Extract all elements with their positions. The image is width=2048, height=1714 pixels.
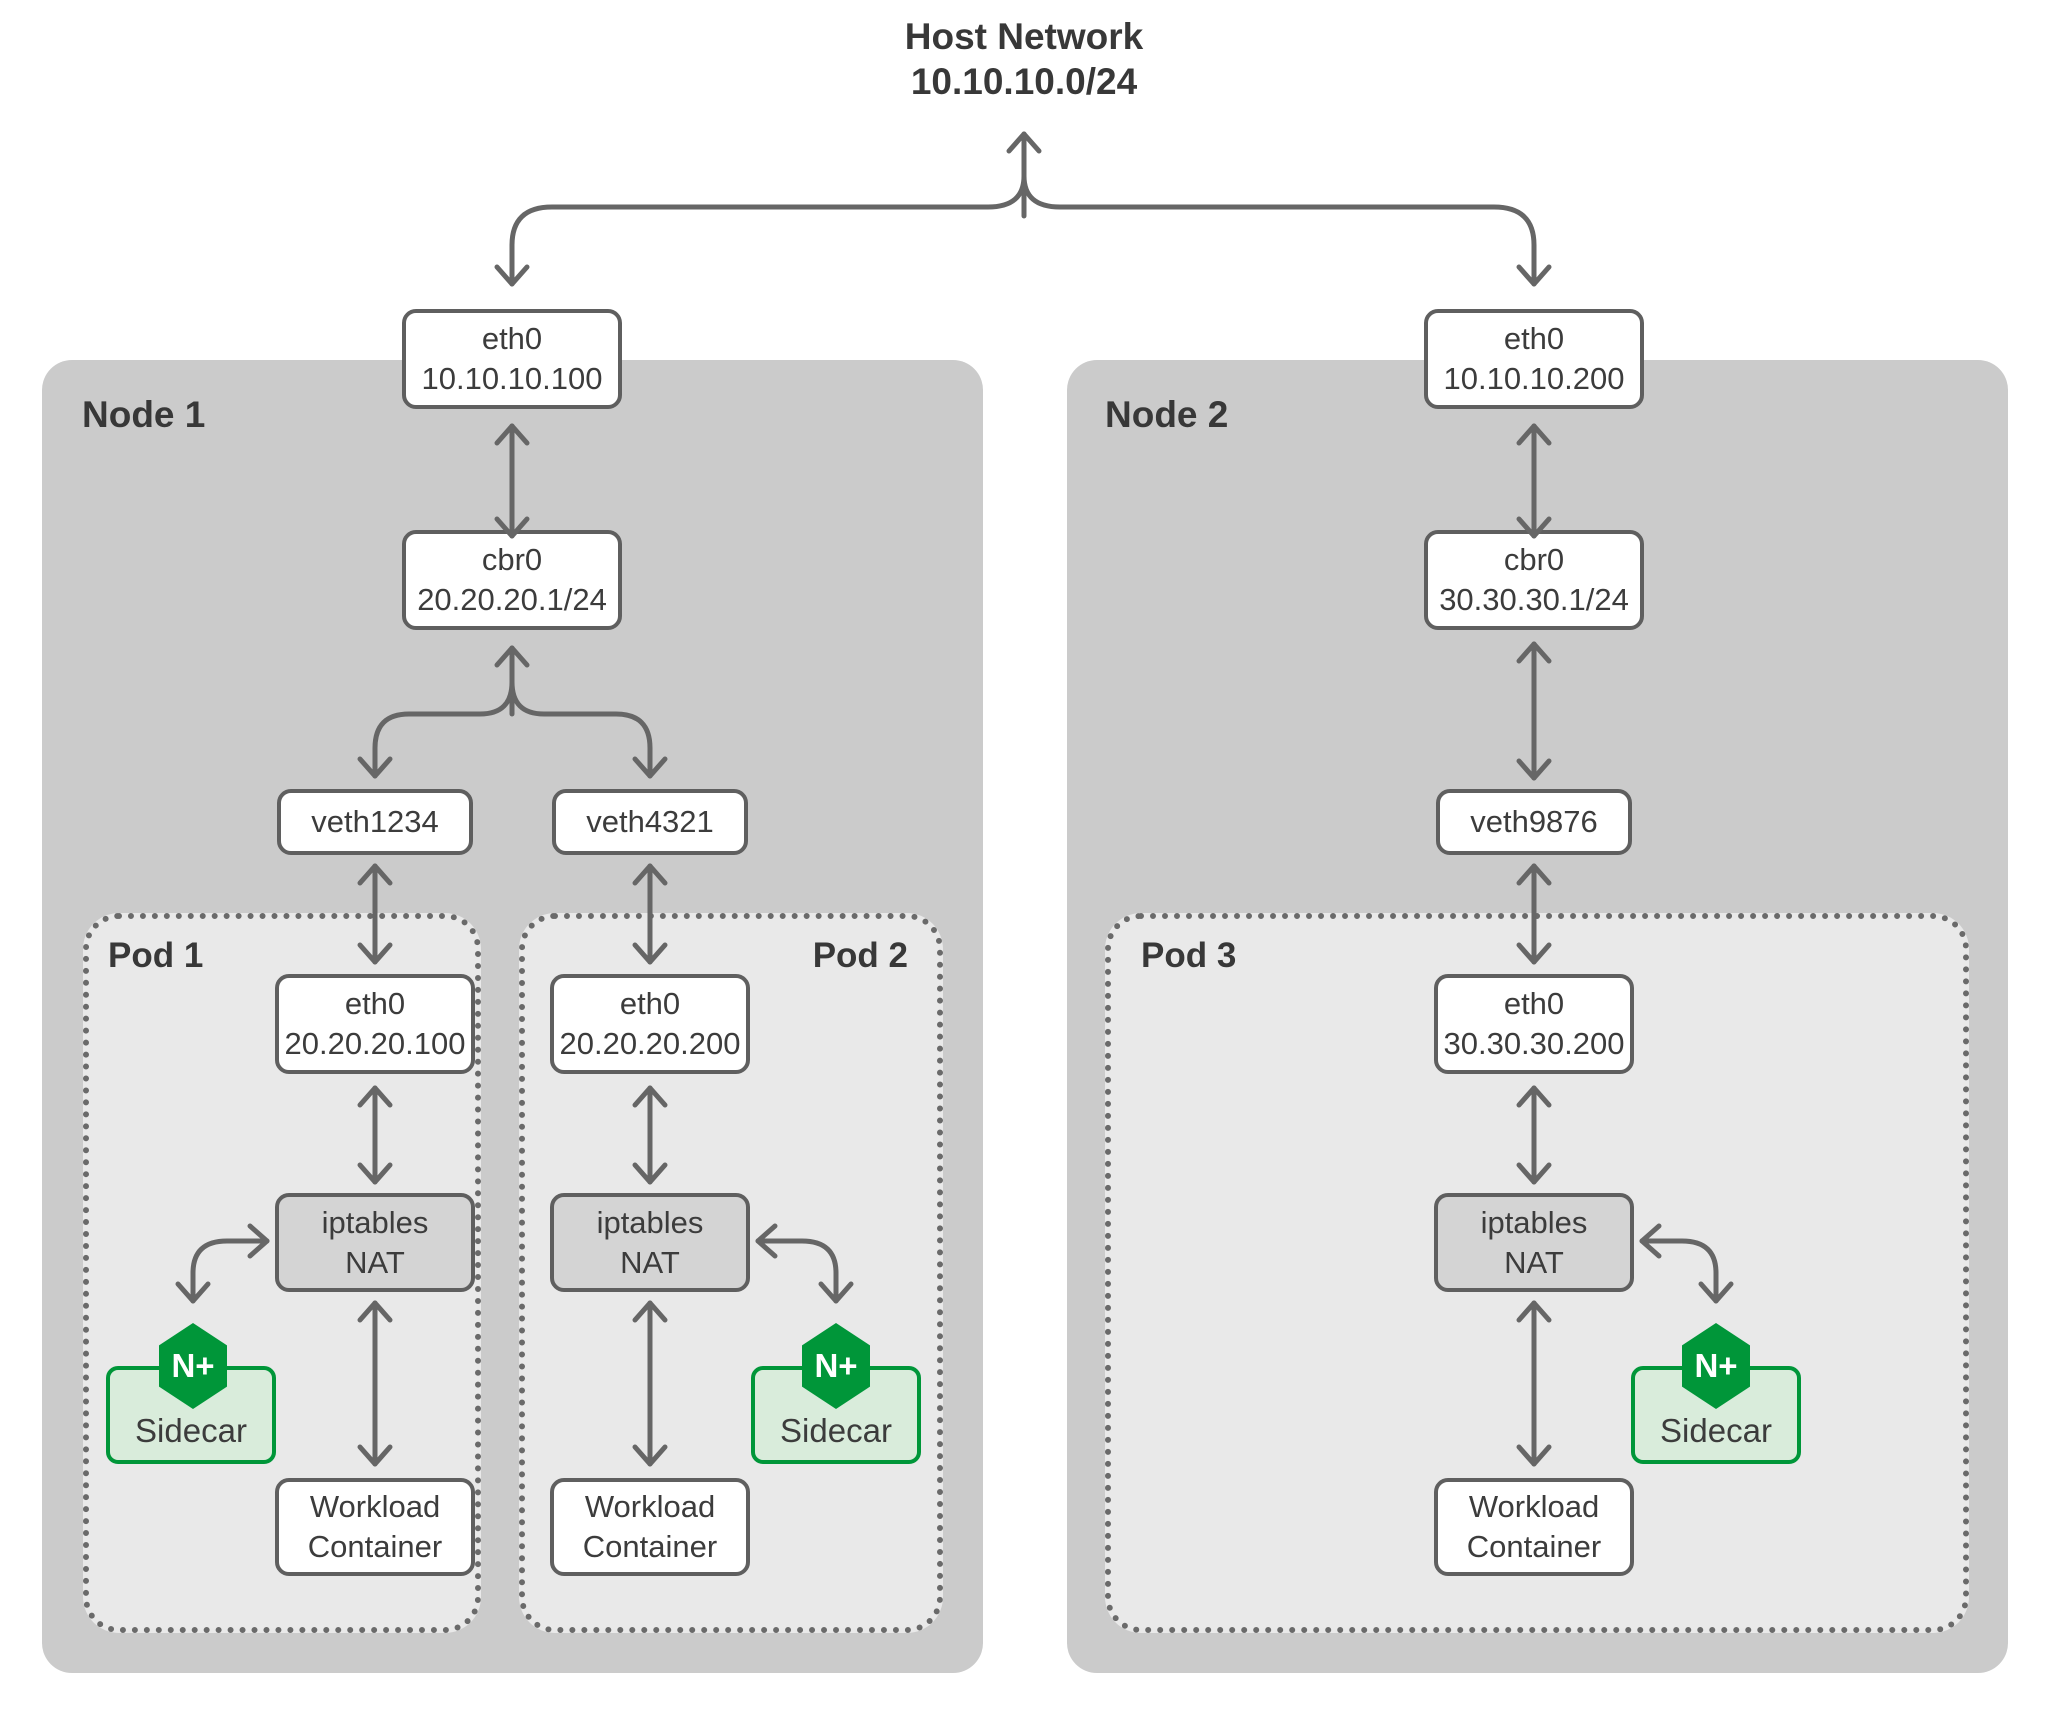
node-2-eth0-box: eth0 10.10.10.200 xyxy=(1424,309,1644,409)
pod-3-workload-line2: Container xyxy=(1466,1529,1602,1564)
host-network-title-line1: Host Network xyxy=(904,16,1144,57)
pod-1-workload-line2: Container xyxy=(307,1529,443,1564)
pod-2-sidecar-label: Sidecar xyxy=(780,1412,892,1449)
node-1-veth4321-box: veth4321 xyxy=(552,789,748,855)
node-1-eth0-ip: 10.10.10.100 xyxy=(421,361,603,396)
pod-3-label: Pod 3 xyxy=(1141,936,1237,975)
pod-3-nginx-plus-logo-text: N+ xyxy=(1694,1347,1738,1384)
pod-3-eth0-ip: 30.30.30.200 xyxy=(1443,1026,1625,1061)
pod-1-nat-line1: iptables xyxy=(321,1204,429,1240)
pod-1-workload-container-box: Workload Container xyxy=(275,1478,475,1576)
pod-3-eth0-name: eth0 xyxy=(1503,986,1565,1021)
pod-1-eth0-box: eth0 20.20.20.100 xyxy=(275,974,475,1074)
host-network-subnet: 10.10.10.0/24 xyxy=(910,61,1138,102)
node-2-label: Node 2 xyxy=(1105,394,1229,435)
pod-1-workload-line1: Workload xyxy=(309,1489,441,1524)
pod-1-sidecar-label: Sidecar xyxy=(135,1412,247,1449)
pod-1-iptables-nat-box: iptables NAT xyxy=(275,1193,475,1292)
node-1-eth0-box: eth0 10.10.10.100 xyxy=(402,309,622,409)
node-2-eth0-ip: 10.10.10.200 xyxy=(1443,361,1625,396)
veth9876-label: veth9876 xyxy=(1470,804,1598,839)
pod-3-sidecar-box: Sidecar xyxy=(1631,1366,1801,1464)
pod-2-nat-line2: NAT xyxy=(620,1244,680,1280)
pod-1-eth0-name: eth0 xyxy=(344,986,406,1021)
node-2-cbr0-ip: 30.30.30.1/24 xyxy=(1439,582,1629,617)
host-network-title: Host Network 10.10.10.0/24 xyxy=(0,14,2048,104)
node-1-veth1234-box: veth1234 xyxy=(277,789,473,855)
pod-3-iptables-nat-box: iptables NAT xyxy=(1434,1193,1634,1292)
veth4321-label: veth4321 xyxy=(586,804,714,839)
pod-2-eth0-box: eth0 20.20.20.200 xyxy=(550,974,750,1074)
node-2-veth9876-box: veth9876 xyxy=(1436,789,1632,855)
pod-2-label: Pod 2 xyxy=(812,936,908,975)
pod-2-workload-container-box: Workload Container xyxy=(550,1478,750,1576)
pod-3-nat-line1: iptables xyxy=(1480,1204,1588,1240)
pod-3-eth0-box: eth0 30.30.30.200 xyxy=(1434,974,1634,1074)
pod-3-workload-line1: Workload xyxy=(1468,1489,1600,1524)
node-1-cbr0-box: cbr0 20.20.20.1/24 xyxy=(402,530,622,630)
pod-3-nat-line2: NAT xyxy=(1504,1244,1564,1280)
node-2-cbr0-name: cbr0 xyxy=(1503,542,1565,577)
node-2-cbr0-box: cbr0 30.30.30.1/24 xyxy=(1424,530,1644,630)
veth1234-label: veth1234 xyxy=(311,804,439,839)
pod-2-workload-line2: Container xyxy=(582,1529,718,1564)
node-1-cbr0-name: cbr0 xyxy=(481,542,543,577)
pod-1-nginx-plus-logo-text: N+ xyxy=(171,1347,215,1384)
pod-2-eth0-name: eth0 xyxy=(619,986,681,1021)
pod-1-eth0-ip: 20.20.20.100 xyxy=(284,1026,466,1061)
pod-2-nginx-plus-logo-text: N+ xyxy=(814,1347,858,1384)
pod-3-sidecar-label: Sidecar xyxy=(1660,1412,1772,1449)
pod-3-workload-container-box: Workload Container xyxy=(1434,1478,1634,1576)
pod-1-nat-line2: NAT xyxy=(345,1244,405,1280)
pod-2-iptables-nat-box: iptables NAT xyxy=(550,1193,750,1292)
node-2-eth0-name: eth0 xyxy=(1503,321,1565,356)
pod-2-workload-line1: Workload xyxy=(584,1489,716,1524)
node-1-cbr0-ip: 20.20.20.1/24 xyxy=(417,582,607,617)
node-1-label: Node 1 xyxy=(82,394,206,435)
pod-2-eth0-ip: 20.20.20.200 xyxy=(559,1026,741,1061)
node-1-eth0-name: eth0 xyxy=(481,321,543,356)
pod-1-label: Pod 1 xyxy=(108,936,204,975)
pod-2-nat-line1: iptables xyxy=(596,1204,704,1240)
